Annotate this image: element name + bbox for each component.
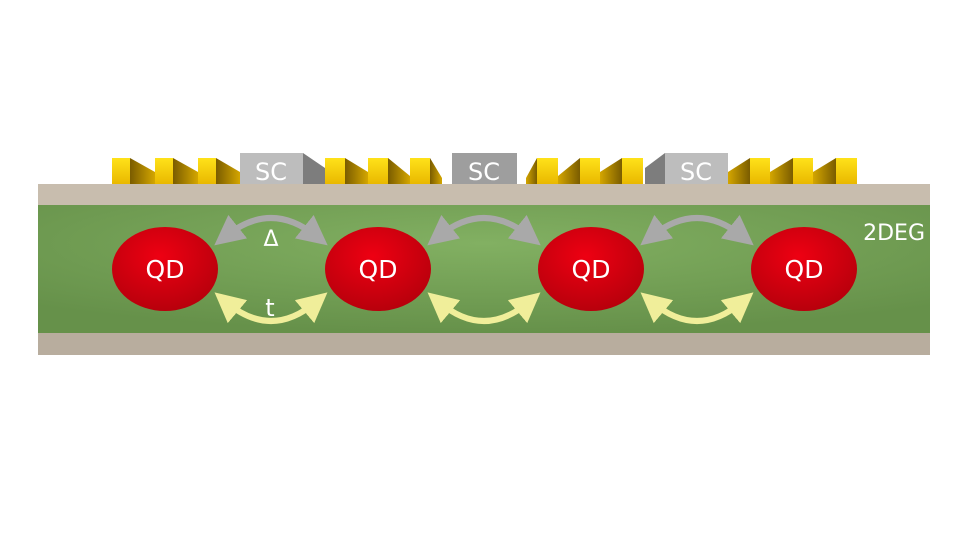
- pairing-arrow-3: [640, 214, 754, 246]
- sc-label: SC: [468, 158, 500, 186]
- qd-label: QD: [572, 255, 611, 284]
- quantum-dot-4: QD: [751, 227, 857, 311]
- substrate-top: [38, 184, 930, 205]
- two-deg-label: 2DEG: [863, 221, 925, 246]
- hopping-label: t: [265, 294, 274, 322]
- quantum-dot-2: QD: [325, 227, 431, 311]
- hopping-arrow-2: [427, 292, 541, 324]
- hopping-arrow-3: [640, 292, 754, 324]
- sc-label: SC: [680, 158, 712, 186]
- pairing-label: Δ: [263, 227, 278, 252]
- gate-electrodes-right: [526, 158, 857, 184]
- qd-label: QD: [146, 255, 185, 284]
- hopping-arrow-1: [214, 292, 328, 324]
- superconductor-3: SC: [645, 153, 728, 186]
- sc-label: SC: [255, 158, 287, 186]
- pairing-arrow-2: [427, 214, 541, 246]
- quantum-dot-3: QD: [538, 227, 644, 311]
- pairing-arrow-1: [214, 214, 328, 246]
- qd-label: QD: [785, 255, 824, 284]
- superconductor-2: SC: [452, 153, 517, 186]
- quantum-dot-1: QD: [112, 227, 218, 311]
- gate-electrodes-left: [112, 158, 442, 184]
- qd-label: QD: [359, 255, 398, 284]
- superconductor-1: SC: [240, 153, 325, 186]
